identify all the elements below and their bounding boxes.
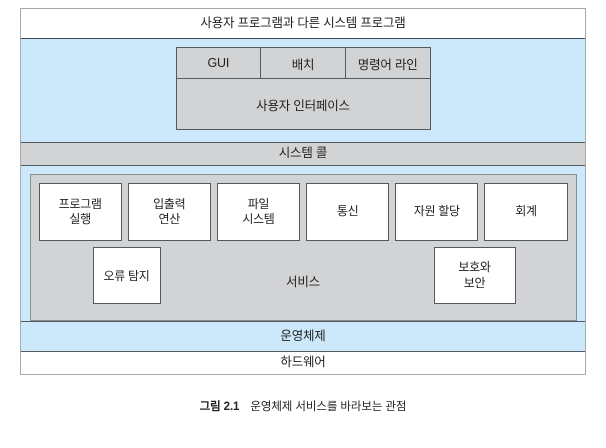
services-label: 서비스 bbox=[286, 275, 320, 289]
service-box-program-execution: 프로그램 실행 bbox=[38, 183, 122, 241]
layer-hardware-label: 하드웨어 bbox=[280, 355, 326, 370]
service-box-line1: 회계 bbox=[515, 204, 537, 219]
layer-hardware: 하드웨어 bbox=[21, 352, 585, 374]
layer-services-zone: 프로그램 실행 입출력 연산 파일 시스템 통신 자원 할당 bbox=[21, 166, 585, 321]
service-box-line1: 입출력 bbox=[153, 196, 186, 211]
layer-user-programs-label: 사용자 프로그램과 다른 시스템 프로그램 bbox=[200, 15, 406, 30]
service-box-line1: 파일 bbox=[247, 196, 270, 211]
figure-caption: 그림 2.1 운영체제 서비스를 바라보는 관점 bbox=[0, 398, 606, 414]
ui-mode-gui: GUI bbox=[176, 48, 261, 78]
figure-caption-text: 운영체제 서비스를 바라보는 관점 bbox=[250, 401, 407, 413]
service-box-line2: 시스템 bbox=[242, 212, 275, 226]
service-box-protection-security: 보호와 보안 bbox=[433, 247, 516, 304]
service-box-line1: 프로그램 bbox=[58, 196, 102, 211]
services-panel: 프로그램 실행 입출력 연산 파일 시스템 통신 자원 할당 bbox=[29, 174, 577, 321]
ui-mode-command-line: 명령어 라인 bbox=[344, 48, 430, 78]
service-box-communication: 통신 bbox=[306, 183, 390, 241]
service-box-line1: 오류 탐지 bbox=[103, 269, 150, 283]
figure-caption-number: 그림 2.1 bbox=[199, 401, 240, 413]
user-interface-label: 사용자 인터페이스 bbox=[256, 98, 350, 113]
service-box-line1: 통신 bbox=[336, 204, 359, 219]
service-box-line2: 연산 bbox=[158, 212, 181, 226]
service-box-file-system: 파일 시스템 bbox=[216, 183, 301, 241]
layer-user-programs: 사용자 프로그램과 다른 시스템 프로그램 bbox=[21, 9, 585, 39]
user-interface-mode-row: GUI 배치 명령어 라인 bbox=[176, 48, 430, 79]
service-box-line2: 보안 bbox=[463, 275, 486, 290]
ui-mode-batch: 배치 bbox=[260, 48, 345, 78]
layer-operating-system: 운영체제 bbox=[21, 321, 585, 352]
user-interface-block: GUI 배치 명령어 라인 사용자 인터페이스 bbox=[175, 47, 431, 130]
layer-system-call-label: 시스템 콜 bbox=[278, 146, 328, 161]
layer-system-call: 시스템 콜 bbox=[21, 142, 585, 166]
service-box-line2: 실행 bbox=[69, 212, 91, 226]
os-services-diagram: 사용자 프로그램과 다른 시스템 프로그램 GUI 배치 명령어 라인 사용자 … bbox=[20, 8, 586, 375]
service-box-io-operations: 입출력 연산 bbox=[127, 183, 211, 241]
service-boxes-row: 프로그램 실행 입출력 연산 파일 시스템 통신 자원 할당 bbox=[38, 183, 568, 241]
service-box-resource-allocation: 자원 할당 bbox=[395, 183, 479, 241]
layer-operating-system-label: 운영체제 bbox=[280, 328, 326, 343]
service-box-line1: 보호와 bbox=[458, 259, 491, 274]
layer-user-interface-zone: GUI 배치 명령어 라인 사용자 인터페이스 bbox=[21, 39, 585, 142]
service-box-line1: 자원 할당 bbox=[413, 204, 460, 219]
service-box-error-detection: 오류 탐지 bbox=[92, 247, 161, 304]
service-box-accounting: 회계 bbox=[484, 183, 568, 241]
